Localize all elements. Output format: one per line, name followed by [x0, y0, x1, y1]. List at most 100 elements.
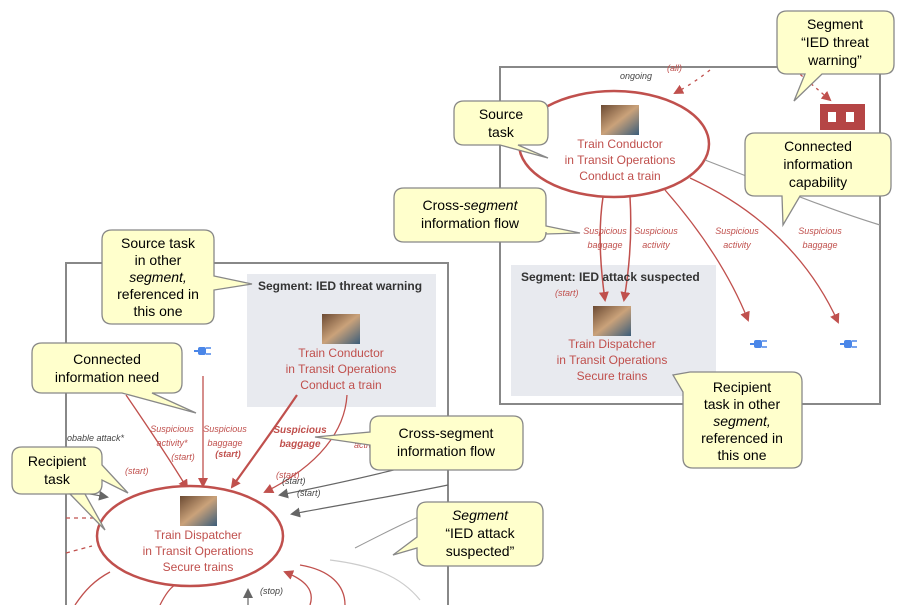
flow-label: baggage: [587, 240, 622, 250]
flow-label: Suspicious: [150, 424, 194, 434]
callout-source-other: [101, 229, 253, 325]
flow-label: Suspicious: [715, 226, 759, 236]
plug-icon[interactable]: [840, 340, 857, 348]
callout-connected-need: [31, 342, 197, 414]
flow-line[interactable]: [283, 570, 312, 606]
callout-recipient-tail: [68, 493, 106, 531]
top-label: ongoing: [620, 71, 652, 81]
flow-label: activity*: [156, 438, 188, 448]
flow-label: Suspicious: [634, 226, 678, 236]
flow-label: activity: [723, 240, 751, 250]
flow-line[interactable]: [263, 394, 348, 493]
flow-label: activity: [642, 240, 670, 250]
flow-label: (stop): [260, 586, 283, 596]
flow-line[interactable]: [664, 189, 750, 322]
callout-text: task in other: [704, 396, 781, 412]
callout-text: capability: [789, 174, 847, 190]
callout-segment-threat: [776, 10, 895, 102]
flow-line[interactable]: [794, 69, 832, 102]
left-recipient-line-2[interactable]: in Transit Operations: [143, 544, 254, 558]
callout-text: segment,: [713, 413, 771, 429]
flow-line: [299, 564, 346, 606]
callout-text: Connected: [73, 351, 141, 367]
segment-icon[interactable]: [820, 104, 865, 130]
callout-text: in other: [135, 252, 182, 268]
right-source-line-3[interactable]: Conduct a train: [579, 169, 660, 183]
right-recipient-line-2[interactable]: in Transit Operations: [557, 353, 668, 367]
flow-label: Suspicious: [798, 226, 842, 236]
flow-line: [329, 559, 421, 601]
flow-label: baggage: [207, 438, 242, 448]
left-recipient-node[interactable]: [95, 484, 285, 588]
callout-text: Segment: [452, 507, 509, 523]
callout-text: referenced in: [117, 286, 199, 302]
callout-text: “IED attack: [445, 525, 515, 541]
callout-text: segment,: [129, 269, 187, 285]
callout-text: “IED threat: [801, 34, 869, 50]
flow-label: Suspicious: [203, 424, 247, 434]
train-conductor-photo[interactable]: [601, 105, 639, 135]
flow-label: activ: [354, 440, 373, 450]
flow-line[interactable]: [125, 394, 189, 490]
left-source-line-2[interactable]: in Transit Operations: [286, 362, 397, 376]
train-dispatcher-photo[interactable]: [593, 306, 631, 336]
callout-text: task: [44, 471, 71, 487]
callout-text: this one: [717, 447, 766, 463]
callout-text: information flow: [421, 215, 520, 231]
callout-text: information: [783, 156, 852, 172]
right-recipient-line-3[interactable]: Secure trains: [577, 369, 648, 383]
callout-text: information need: [55, 369, 159, 385]
left-source-line-3[interactable]: Conduct a train: [300, 378, 381, 392]
left-source-line-1[interactable]: Train Conductor: [298, 346, 384, 360]
flow-label: Suspicious: [273, 425, 327, 436]
callout-text: information flow: [397, 443, 496, 459]
train-conductor-photo[interactable]: [322, 314, 360, 344]
callout-text: Cross-segment: [423, 197, 519, 213]
callout-cross-flow-left: [314, 415, 524, 471]
flow-label: Suspicious: [583, 226, 627, 236]
flow-label: (start): [171, 452, 195, 462]
callout-segment-attack: [392, 501, 544, 567]
callout-text: this one: [133, 303, 182, 319]
flow-line[interactable]: [620, 196, 632, 302]
right-source-line-1[interactable]: Train Conductor: [577, 137, 663, 151]
flow-line[interactable]: [290, 484, 449, 518]
callout-source-task: [453, 100, 549, 159]
callout-text: warning”: [807, 52, 862, 68]
left-segment-title: Segment: IED threat warning: [258, 279, 422, 293]
callout-text: Recipient: [713, 379, 771, 395]
flow-label: baggage: [279, 439, 321, 450]
callout-text: Cross-segment: [399, 425, 494, 441]
flow-label: baggage: [802, 240, 837, 250]
flow-label: (start): [125, 466, 149, 476]
callout-cross-flow-right: [393, 187, 581, 243]
flow-label: (start): [282, 476, 306, 486]
flow-line[interactable]: [598, 196, 609, 302]
callout-text: Segment: [807, 16, 863, 32]
right-source-line-2[interactable]: in Transit Operations: [565, 153, 676, 167]
right-recipient-line-1[interactable]: Train Dispatcher: [568, 337, 656, 351]
callout-text: Source: [479, 106, 524, 122]
flow-line: [74, 571, 111, 606]
flow-label: (start): [297, 488, 321, 498]
left-recipient-line-1[interactable]: Train Dispatcher: [154, 528, 242, 542]
callout-text: Recipient: [28, 453, 86, 469]
flow-line[interactable]: [230, 394, 298, 489]
callout-text: Source task: [121, 235, 196, 251]
train-dispatcher-photo[interactable]: [180, 496, 217, 526]
callout-text: suspected”: [446, 543, 515, 559]
right-map: ongoing (all) Train Conductor in Transit…: [499, 63, 881, 405]
flow-label: (start): [276, 470, 300, 480]
flow-label: obable attack*: [67, 433, 125, 443]
flow-line[interactable]: [689, 177, 840, 324]
plug-icon[interactable]: [750, 340, 767, 348]
callout-text: task: [488, 124, 515, 140]
left-recipient-line-3[interactable]: Secure trains: [163, 560, 234, 574]
right-segment-title: Segment: IED attack suspected: [521, 270, 700, 284]
plug-icon[interactable]: [194, 347, 211, 355]
flow-label: (start): [555, 288, 579, 298]
top-label: (all): [667, 63, 682, 73]
callout-text: Connected: [784, 138, 852, 154]
callout-recipient-other: [671, 371, 803, 469]
